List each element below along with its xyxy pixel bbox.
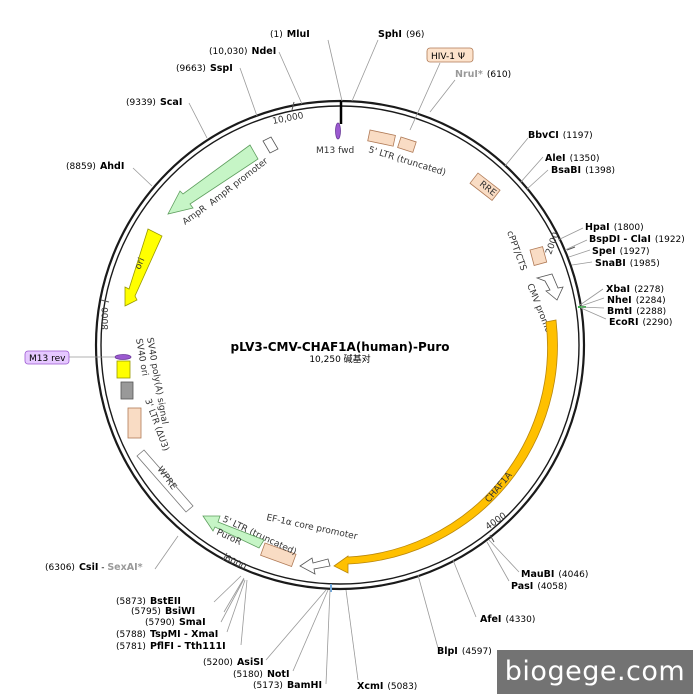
cppt-block <box>529 246 548 266</box>
site-ndei: (10,030)NdeI <box>209 46 276 57</box>
tick-label: 2000 <box>544 231 561 256</box>
ltr3-block <box>127 407 142 439</box>
site-xbai: XbaI(2278) <box>606 284 664 295</box>
wpre-block <box>136 449 194 513</box>
site-nrui: NruI*(610) <box>455 69 511 80</box>
cppt-label: cPPT/CTS <box>504 230 528 273</box>
m13-rev-tag <box>24 350 70 365</box>
hiv-psi-label: HIV-1 Ψ <box>431 52 465 62</box>
m13-fwd-primer <box>335 122 341 140</box>
puror-arrow <box>202 515 265 549</box>
m13-rev-primer <box>114 354 132 360</box>
site-spei: SpeI(1927) <box>592 246 650 257</box>
site-sphi: SphI(96) <box>378 29 424 40</box>
site-bbvci: BbvCI(1197) <box>528 130 593 141</box>
ltr5-block-2 <box>397 136 417 153</box>
site-scai: (9339)ScaI <box>126 97 182 108</box>
chaf1a-label: CHAF1A <box>484 470 516 505</box>
site-hpai: HpaI(1800) <box>585 222 644 233</box>
site-smai: (5790)SmaI <box>145 617 206 628</box>
site-pflfi-tth111i: (5781)PflFI - Tth111I <box>116 641 226 652</box>
watermark: biogege.com <box>497 650 693 694</box>
rre-block <box>469 172 501 202</box>
site-snabi: SnaBI(1985) <box>595 258 660 269</box>
site-ecori: EcoRI(2290) <box>609 317 672 328</box>
site-maubi: MauBI(4046) <box>521 569 588 580</box>
site-bsiwi: (5795)BsiWI <box>131 606 195 617</box>
hiv-psi-tag <box>426 47 474 63</box>
ltr5-block-1 <box>367 129 396 147</box>
site-pasi: PasI(4058) <box>511 581 567 592</box>
ltr5b-block <box>260 542 297 568</box>
site-tspmi-xmai: (5788)TspMI - XmaI <box>116 629 218 640</box>
site-mlui: (1)MluI <box>270 29 310 40</box>
site-xcmi: XcmI(5083) <box>357 681 417 692</box>
ef1a-promoter-arrow <box>299 557 331 575</box>
sv40-polya-block <box>116 360 131 379</box>
sv40-ori-block <box>120 381 134 400</box>
site-csii: (6306)CsiI - SexAI* <box>45 562 143 573</box>
site-afei: AfeI(4330) <box>480 614 535 625</box>
site-leaders <box>132 39 607 685</box>
ori-arrow <box>124 228 163 307</box>
ampr-arrow <box>167 144 259 215</box>
site-bsteii: (5873)BstEII <box>116 596 181 607</box>
site-bsabi: BsaBI(1398) <box>551 165 615 176</box>
site-ahdi: (8859)AhdI <box>66 161 124 172</box>
site-bspdi-clai: BspDI - ClaI(1922) <box>589 234 685 245</box>
ampr-promoter-arrow <box>262 136 279 154</box>
chaf1a-arrow <box>333 319 558 574</box>
site-asisi: (5200)AsiSI <box>203 657 264 668</box>
scale-ticks: 10,000 2000 4000 6000 8000 <box>100 101 576 573</box>
cmv-promoter-arrow <box>535 273 564 301</box>
site-labels: (1)MluI SphI(96) NruI*(610) BbvCI(1197) … <box>45 29 685 692</box>
site-noti: (5180)NotI <box>233 669 290 680</box>
tick-label: 6000 <box>223 554 248 573</box>
ef1a-label: EF-1α core promoter <box>265 513 358 542</box>
plasmid-title: pLV3-CMV-CHAF1A(human)-Puro <box>231 340 450 354</box>
site-blpi: BlpI(4597) <box>437 646 492 657</box>
hiv-psi-leader <box>409 62 441 131</box>
m13-fwd-label: M13 fwd <box>316 146 354 156</box>
site-sspi: (9663)SspI <box>176 63 233 74</box>
plasmid-size: 10,250 碱基对 <box>309 353 370 365</box>
m13-rev-label: M13 rev <box>29 354 66 364</box>
tick-label: 10,000 <box>272 111 305 127</box>
site-nhei: NheI(2284) <box>607 295 666 306</box>
site-bmti: BmtI(2288) <box>607 306 666 317</box>
site-alei: AleI(1350) <box>545 153 600 164</box>
ori-label: ori <box>134 256 148 271</box>
tick-label: 4000 <box>484 511 509 532</box>
tick-label: 8000 <box>101 307 111 330</box>
site-bamhi: (5173)BamHI <box>253 680 322 691</box>
